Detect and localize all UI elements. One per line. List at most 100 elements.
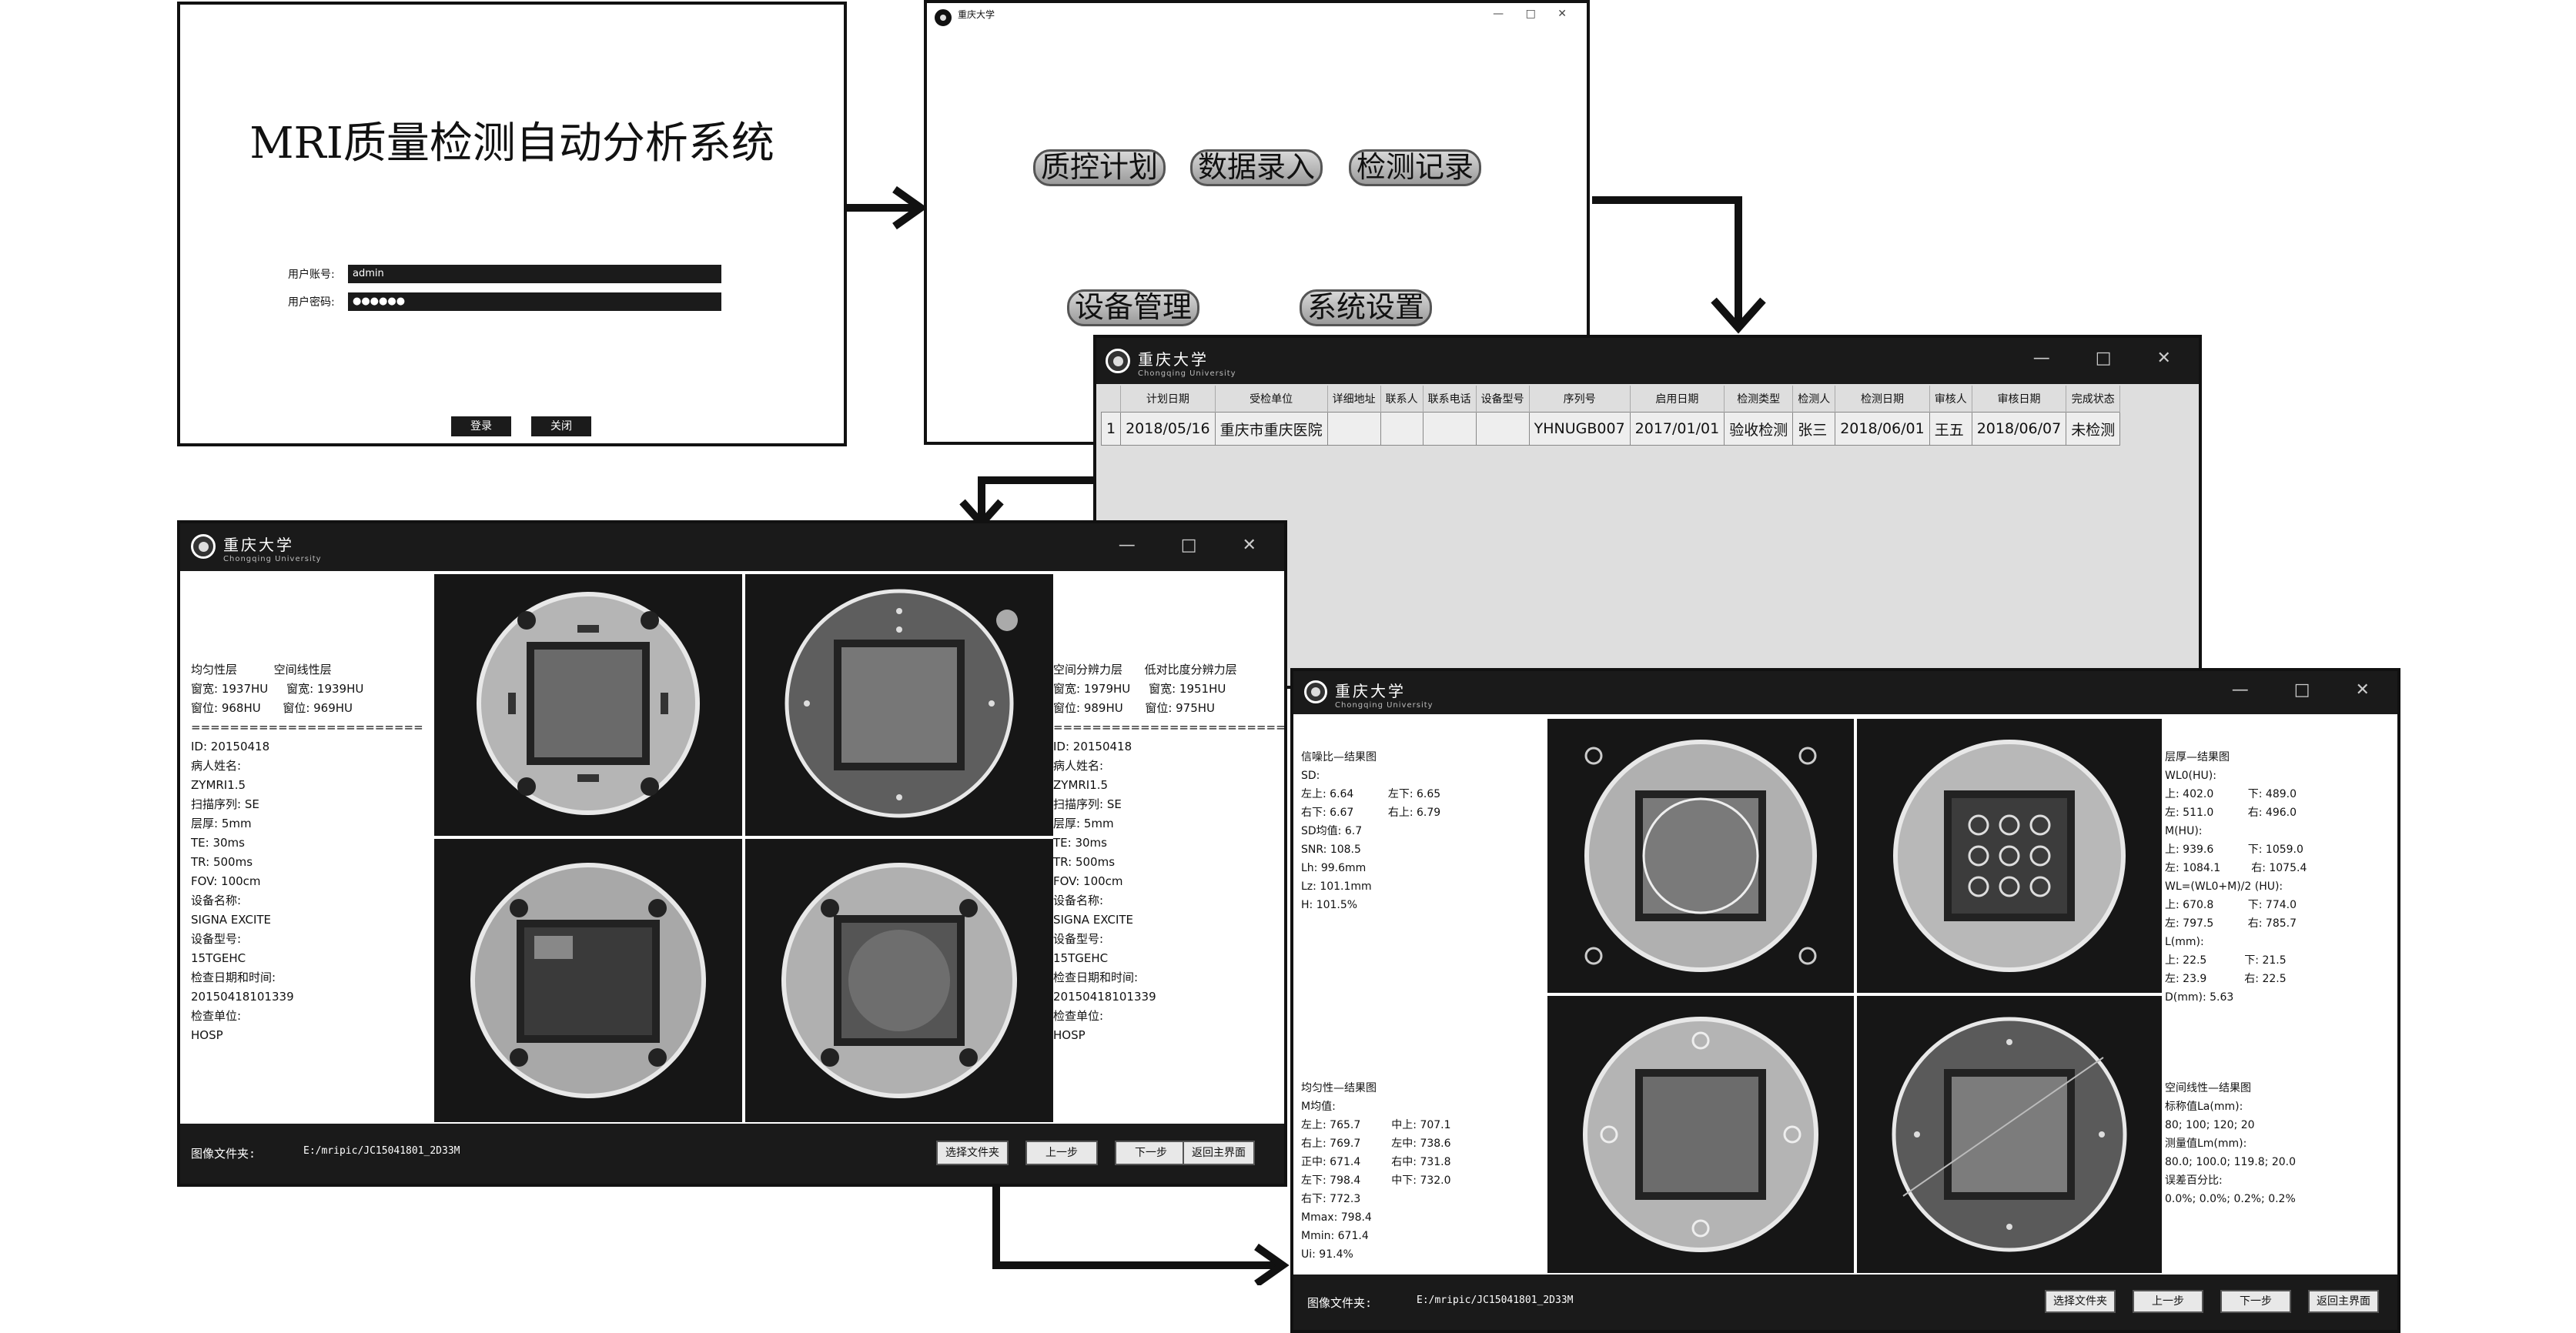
logo-icon xyxy=(1106,349,1130,373)
analysis1-right-info: 空间分辨力层 低对比度分辨力层 窗宽: 1979HU 窗宽: 1951HU 窗位… xyxy=(1053,663,1286,1042)
analysis1-window-controls[interactable]: — □ ✕ xyxy=(1118,536,1276,555)
flow-arrow-1 xyxy=(847,185,928,230)
table-header-cell[interactable]: 启用日期 xyxy=(1630,386,1725,413)
logo-icon xyxy=(935,9,952,26)
login-title: MRI质量检测自动分析系统 xyxy=(249,119,774,169)
menu-button-settings[interactable]: 系统设置 xyxy=(1300,289,1432,326)
records-brand-sub: Chongqing University xyxy=(1138,369,1236,378)
analysis2-select-folder-button[interactable]: 选择文件夹 xyxy=(2045,1290,2116,1313)
table-header-cell[interactable]: 检测人 xyxy=(1792,386,1836,413)
analysis1-titlebar: 重庆大学 Chongqing University — □ ✕ xyxy=(180,523,1284,571)
table-header-cell[interactable]: 计划日期 xyxy=(1120,386,1216,413)
phantom-panel-low-contrast xyxy=(745,839,1053,1122)
menu-button-equipment[interactable]: 设备管理 xyxy=(1067,289,1199,326)
result-panel-slice-thickness xyxy=(1857,719,2162,993)
table-cell[interactable]: 未检测 xyxy=(2066,412,2121,446)
table-header-cell[interactable]: 详细地址 xyxy=(1327,386,1381,413)
logo-icon xyxy=(1304,680,1327,703)
table-header-cell[interactable]: 受检单位 xyxy=(1215,386,1328,413)
phantom-panel-resolution xyxy=(434,839,742,1122)
analysis2-brand: 重庆大学 Chongqing University xyxy=(1335,679,1434,710)
table-header-cell[interactable]: 设备型号 xyxy=(1476,386,1530,413)
snr-results: 信噪比—结果图 SD: 左上: 6.64 左下: 6.65 右下: 6.67 右… xyxy=(1301,751,1441,911)
table-header-cell[interactable]: 联系人 xyxy=(1380,386,1423,413)
analysis1-next-button[interactable]: 下一步 xyxy=(1115,1141,1187,1165)
table-cell[interactable]: 重庆市重庆医院 xyxy=(1214,412,1328,446)
analysis2-titlebar: 重庆大学 Chongqing University — □ ✕ xyxy=(1293,671,2397,714)
flow-arrow-4 xyxy=(992,1185,1290,1285)
table-header-cell[interactable]: 完成状态 xyxy=(2066,386,2121,413)
flow-arrow-2 xyxy=(1592,196,1766,334)
table-cell[interactable]: 王五 xyxy=(1929,412,1972,446)
analysis2-folder-label: 图像文件夹: xyxy=(1307,1296,1373,1310)
phantom-panel-linearity xyxy=(745,574,1053,836)
table-cell[interactable]: YHNUGB007 xyxy=(1528,412,1631,446)
analysis2-home-button[interactable]: 返回主界面 xyxy=(2308,1290,2379,1313)
result-panel-spatial-linearity xyxy=(1857,996,2162,1273)
login-window: MRI质量检测自动分析系统 用户账号: admin 用户密码: ●●●●●● 登… xyxy=(177,2,847,446)
table-cell[interactable]: 2018/05/16 xyxy=(1120,412,1216,446)
analysis1-select-folder-button[interactable]: 选择文件夹 xyxy=(936,1141,1009,1165)
analysis1-prev-button[interactable]: 上一步 xyxy=(1025,1141,1098,1165)
table-cell[interactable]: 2018/06/07 xyxy=(1971,412,2067,446)
records-table: 计划日期受检单位详细地址联系人联系电话设备型号序列号启用日期检测类型检测人检测日… xyxy=(1100,386,2121,446)
phantom-panel-uniformity xyxy=(434,574,742,836)
menu-window-controls[interactable]: — □ ✕ xyxy=(1493,8,1576,20)
analysis2-next-button[interactable]: 下一步 xyxy=(2220,1290,2291,1313)
table-header-cell[interactable]: 联系电话 xyxy=(1423,386,1477,413)
analysis2-window-controls[interactable]: — □ ✕ xyxy=(2231,680,2390,700)
table-cell[interactable]: 2017/01/01 xyxy=(1629,412,1725,446)
table-cell[interactable] xyxy=(1475,412,1530,446)
user-input-value: admin xyxy=(353,268,384,279)
analysis1-brand-name: 重庆大学 xyxy=(223,536,294,554)
result-panel-uniformity xyxy=(1547,996,1854,1273)
user-label: 用户账号: xyxy=(288,269,335,281)
spatial-linearity-results: 空间线性—结果图 标称值La(mm): 80; 100; 120; 20 测量值… xyxy=(2165,1082,2297,1205)
close-button[interactable]: 关闭 xyxy=(531,416,591,436)
table-header-cell[interactable]: 序列号 xyxy=(1529,386,1631,413)
login-button[interactable]: 登录 xyxy=(451,416,511,436)
analysis1-folder-label: 图像文件夹: xyxy=(191,1147,256,1161)
slice-thickness-results: 层厚—结果图 WL0(HU): 上: 402.0 下: 489.0 左: 511… xyxy=(2165,751,2307,1004)
analysis1-home-button[interactable]: 返回主界面 xyxy=(1183,1141,1255,1165)
pass-label: 用户密码: xyxy=(288,296,335,309)
table-cell[interactable] xyxy=(1422,412,1477,446)
analysis1-bottombar: 图像文件夹: E:/mripic/JC15041801_2D33M 选择文件夹 … xyxy=(180,1124,1284,1184)
records-titlebar: 重庆大学 Chongqing University — □ ✕ xyxy=(1096,338,2199,384)
table-cell[interactable]: 1 xyxy=(1100,412,1122,446)
menu-brand: 重庆大学 xyxy=(958,8,995,21)
analysis2-bottombar: 图像文件夹: E:/mripic/JC15041801_2D33M 选择文件夹 … xyxy=(1293,1275,2397,1330)
menu-button-records[interactable]: 检测记录 xyxy=(1349,149,1481,186)
analysis1-folder-path: E:/mripic/JC15041801_2D33M xyxy=(303,1145,460,1157)
table-header-cell[interactable]: 检测类型 xyxy=(1724,386,1794,413)
menu-button-data-entry[interactable]: 数据录入 xyxy=(1190,149,1323,186)
password-input[interactable]: ●●●●●● xyxy=(348,292,721,311)
analysis2-prev-button[interactable]: 上一步 xyxy=(2133,1290,2203,1313)
analysis-window-1: 重庆大学 Chongqing University — □ ✕ 均匀性层 空间线… xyxy=(177,520,1287,1187)
table-cell[interactable] xyxy=(1380,412,1423,446)
analysis1-brand: 重庆大学 Chongqing University xyxy=(223,533,322,563)
table-header-cell[interactable]: 审核日期 xyxy=(1972,386,2067,413)
table-header-cell[interactable]: 审核人 xyxy=(1929,386,1972,413)
records-window-controls[interactable]: — □ ✕ xyxy=(2032,349,2191,368)
analysis1-brand-sub: Chongqing University xyxy=(223,555,322,563)
menu-brand-name: 重庆大学 xyxy=(958,9,995,20)
menu-button-qc-plan[interactable]: 质控计划 xyxy=(1033,149,1166,186)
records-brand: 重庆大学 Chongqing University xyxy=(1138,347,1236,378)
table-header-cell[interactable] xyxy=(1101,386,1122,413)
analysis1-left-info: 均匀性层 空间线性层 窗宽: 1937HU 窗宽: 1939HU 窗位: 968… xyxy=(191,663,423,1042)
records-brand-name: 重庆大学 xyxy=(1138,350,1209,369)
table-cell[interactable]: 张三 xyxy=(1792,412,1836,446)
table-cell[interactable]: 2018/06/01 xyxy=(1835,412,1930,446)
uniformity-results: 均匀性—结果图 M均值: 左上: 765.7 中上: 707.1 右上: 769… xyxy=(1301,1082,1451,1261)
table-header-cell[interactable]: 检测日期 xyxy=(1835,386,1930,413)
table-cell[interactable] xyxy=(1326,412,1381,446)
password-input-value: ●●●●●● xyxy=(353,296,406,307)
user-input[interactable]: admin xyxy=(348,265,721,283)
analysis2-brand-name: 重庆大学 xyxy=(1335,682,1406,700)
analysis2-folder-path: E:/mripic/JC15041801_2D33M xyxy=(1417,1295,1574,1306)
logo-icon xyxy=(191,534,216,559)
table-cell[interactable]: 验收检测 xyxy=(1724,412,1794,446)
result-panel-snr xyxy=(1547,719,1854,993)
